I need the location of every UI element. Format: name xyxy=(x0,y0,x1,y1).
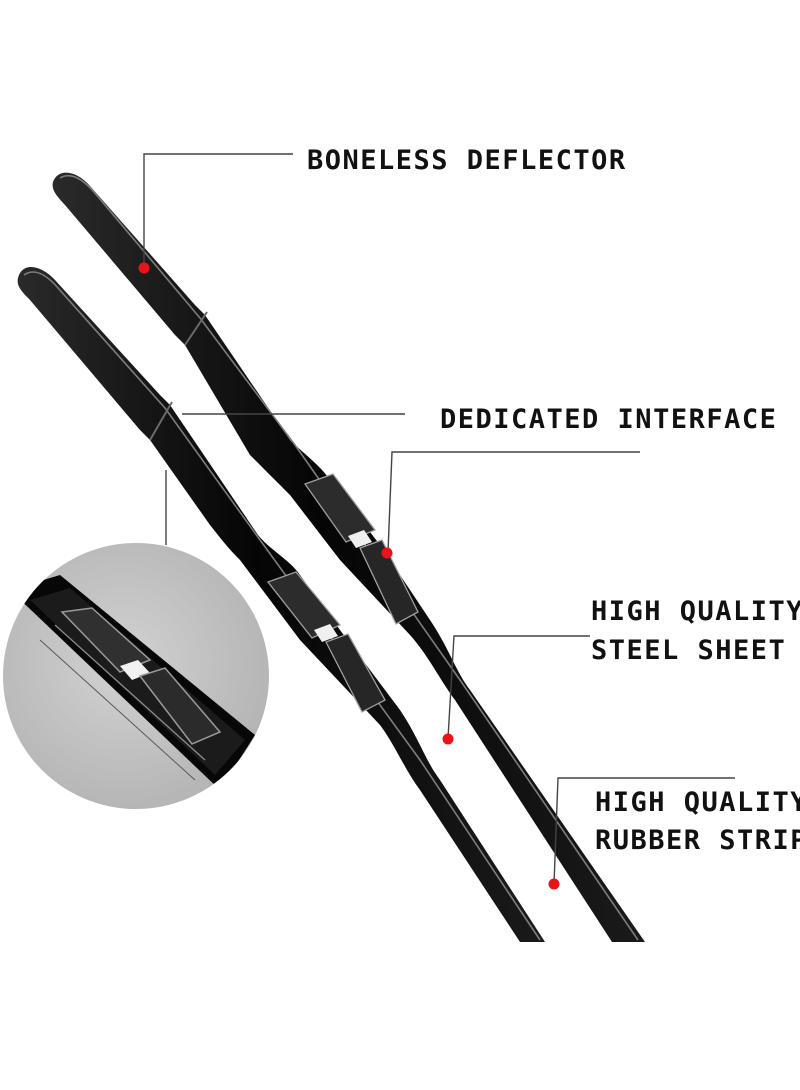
callout-rubber-strip-line2: RUBBER STRIP xyxy=(595,825,800,856)
marker-dot-interface xyxy=(381,547,393,559)
leader-lines xyxy=(143,153,735,885)
wiper-blade-right xyxy=(52,172,646,942)
leader-boneless-deflector xyxy=(143,153,293,267)
callout-rubber-strip-line1: HIGH QUALITY xyxy=(595,787,800,818)
marker-dots xyxy=(138,262,560,890)
callout-dedicated-interface: DEDICATED INTERFACE xyxy=(440,404,778,435)
callout-steel-sheet-line1: HIGH QUALITY xyxy=(591,596,800,627)
leader-steel-sheet xyxy=(447,635,590,739)
leader-interface-right xyxy=(387,451,640,553)
zoom-detail-circle xyxy=(3,543,269,809)
wiper-blade-left xyxy=(17,266,546,942)
marker-dot-deflector xyxy=(138,262,150,274)
callout-steel-sheet-line2: STEEL SHEET xyxy=(591,635,787,666)
leader-rubber-strip xyxy=(553,777,735,885)
callout-boneless-deflector: BONELESS DEFLECTOR xyxy=(307,145,627,176)
marker-dot-steel xyxy=(442,733,454,745)
marker-dot-rubber xyxy=(548,878,560,890)
